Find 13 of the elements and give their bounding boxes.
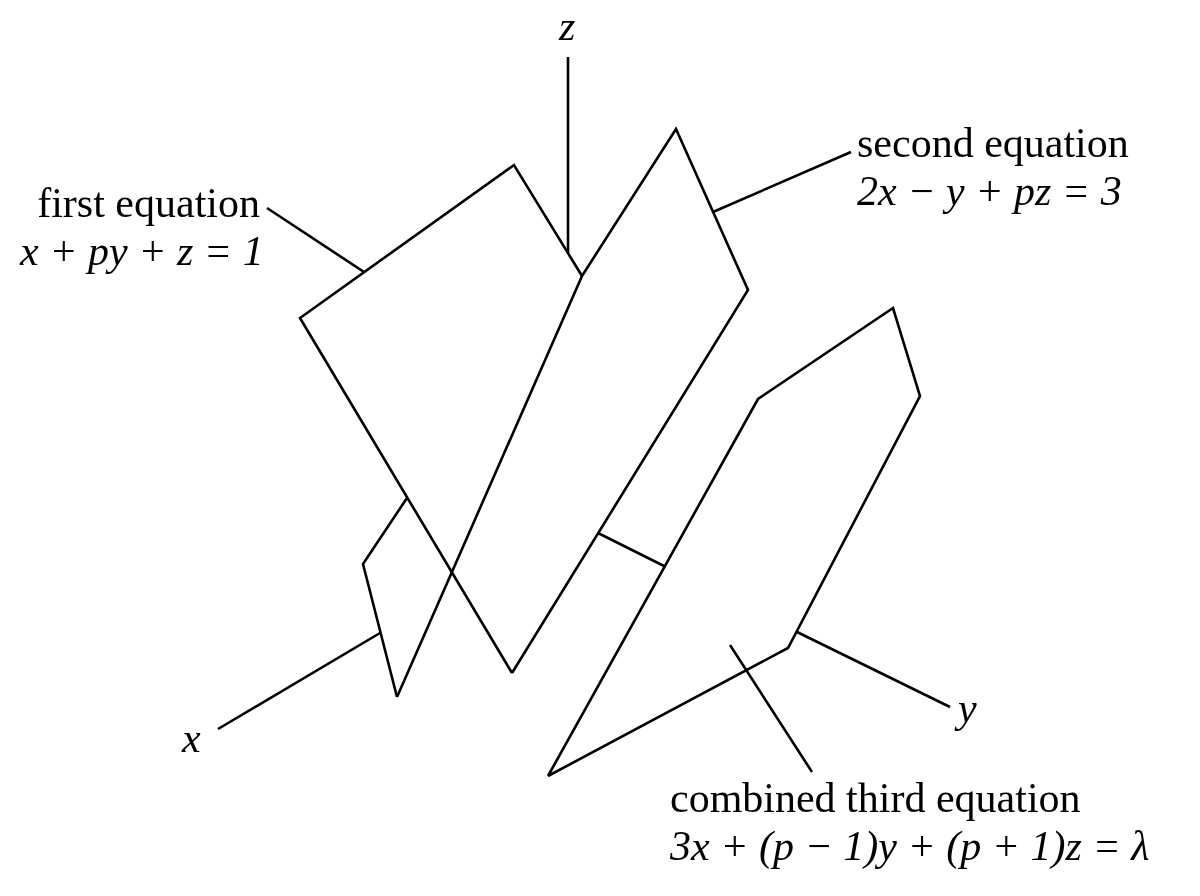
equation-caption: combined third equation <box>670 775 1081 821</box>
equation-caption: second equation <box>857 120 1129 166</box>
leader-line <box>266 206 365 274</box>
plane-outline <box>394 126 751 700</box>
axis-label: x <box>182 714 201 762</box>
equation-text: 3x + (p − 1)y + (p + 1)z = λ <box>670 823 1150 869</box>
leader-line <box>712 150 852 214</box>
equation-caption: first equation <box>37 180 260 226</box>
equation-text: x + py + z = 1 <box>20 228 264 274</box>
leader-line <box>728 644 814 773</box>
axis-label: z <box>559 2 576 50</box>
equation-text: 2x − y + pz = 3 <box>857 168 1122 214</box>
plane-outline <box>545 305 923 779</box>
